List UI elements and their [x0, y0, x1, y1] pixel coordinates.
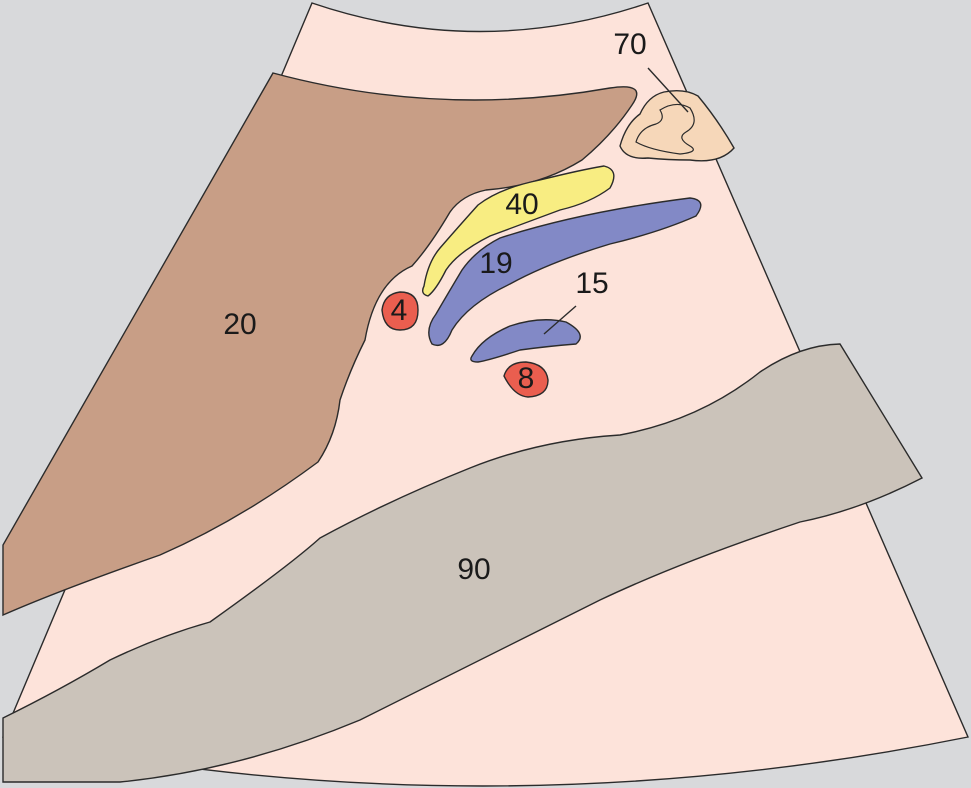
- leader-line-70: [647, 67, 689, 113]
- region-8: [503, 361, 549, 398]
- region-40: [421, 165, 615, 297]
- label-20: 20: [223, 308, 256, 341]
- region-19: [428, 197, 702, 347]
- leader-line-15: [543, 305, 577, 335]
- region-70-inner: [635, 103, 695, 155]
- label-19: 19: [479, 247, 512, 280]
- region-15: [470, 319, 581, 363]
- region-70: [619, 89, 735, 162]
- label-70: 70: [613, 28, 646, 61]
- label-15: 15: [575, 267, 608, 300]
- label-4: 4: [391, 294, 408, 327]
- region-90: [2, 343, 923, 783]
- region-20: [2, 72, 638, 617]
- label-8: 8: [518, 362, 535, 395]
- label-90: 90: [457, 553, 490, 586]
- label-40: 40: [505, 188, 538, 221]
- region-4: [381, 291, 419, 331]
